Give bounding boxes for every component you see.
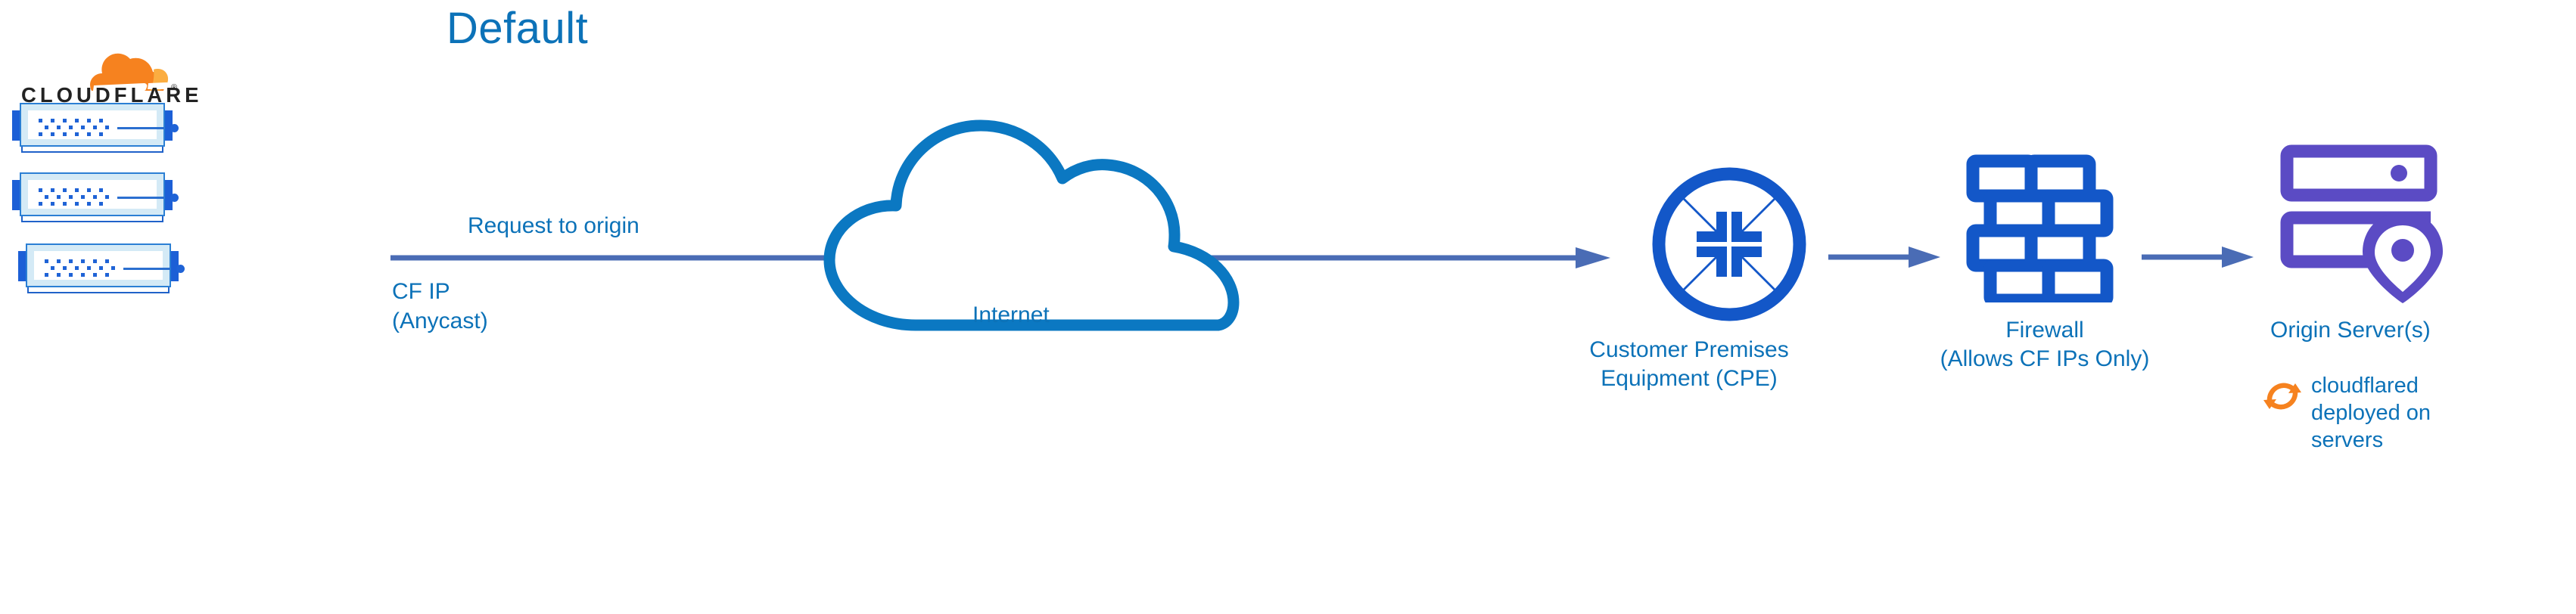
- server-front-panel: [20, 103, 179, 147]
- server-status-led: [176, 265, 185, 273]
- server-vent-dot: [63, 266, 67, 270]
- server-vent-dot: [69, 259, 73, 263]
- cf-ip-anycast-label: CF IP (Anycast): [392, 277, 488, 336]
- cloudflared-line-1: cloudflared: [2311, 374, 2419, 398]
- server-vent-dot: [57, 273, 61, 277]
- cloudflared-annotation: cloudflared deployed on servers: [2311, 372, 2431, 454]
- server-vent-dot: [39, 132, 42, 136]
- cpe-label: Customer Premises Equipment (CPE): [1530, 336, 1848, 393]
- server-vent-dot: [99, 119, 103, 122]
- server-vent-dot: [57, 195, 61, 199]
- server-indicator-line: [123, 268, 170, 270]
- server-vent-dot: [87, 119, 91, 122]
- server-vent-dot: [93, 126, 97, 129]
- server-vent-dot: [51, 266, 54, 270]
- server-vent-dot: [69, 126, 73, 129]
- server-vent-dot: [75, 188, 79, 192]
- server-status-led: [170, 194, 179, 202]
- server-vent-dot: [99, 266, 103, 270]
- server-front-panel: [20, 172, 179, 216]
- server-vent-dot: [45, 126, 48, 129]
- server-vent-dot: [45, 195, 48, 199]
- origin-servers-label: Origin Server(s): [2270, 318, 2431, 343]
- request-to-origin-label: Request to origin: [468, 213, 639, 238]
- server-vent-dot: [99, 132, 103, 136]
- server-face: [28, 180, 179, 209]
- server-indicator-line: [117, 197, 164, 199]
- registered-trademark-mark: ®: [171, 83, 178, 92]
- server-vent-dot: [105, 195, 109, 199]
- server-vent-dot: [105, 273, 109, 277]
- cloud-icon: [823, 119, 1240, 331]
- server-vent-dot: [63, 188, 67, 192]
- internet-label: Internet: [972, 302, 1050, 327]
- brick-wall-icon: [1966, 154, 2114, 302]
- page-title: Default: [446, 4, 589, 53]
- cloudflare-logo: CLOUDFLARE ®: [15, 50, 198, 107]
- server-vent-dot: [51, 188, 54, 192]
- cloudflare-server-2: [12, 171, 179, 224]
- cf-ip-line-2: (Anycast): [392, 309, 488, 333]
- server-vent-dot: [39, 119, 42, 122]
- cloudflare-wordmark: CLOUDFLARE: [21, 83, 203, 107]
- arrow-firewall-to-origin: [2142, 247, 2254, 268]
- server-vent-dot: [45, 273, 48, 277]
- server-vent-dot: [69, 273, 73, 277]
- server-vent-dot: [81, 273, 85, 277]
- server-face: [34, 251, 185, 280]
- server-indicator-line: [117, 127, 164, 129]
- server-vent-dot: [105, 259, 109, 263]
- server-vent-dot: [63, 202, 67, 206]
- cloudflare-server-3: [18, 242, 185, 295]
- server-vent-dot: [111, 266, 115, 270]
- server-vent-dot: [39, 188, 42, 192]
- firewall-label: Firewall (Allows CF IPs Only): [1886, 316, 2204, 374]
- server-vent-dot: [81, 259, 85, 263]
- server-vent-dot: [105, 126, 109, 129]
- cpe-label-line-2: Equipment (CPE): [1601, 366, 1778, 391]
- server-vent-dot: [87, 188, 91, 192]
- firewall-label-line-2: (Allows CF IPs Only): [1940, 346, 2150, 371]
- server-vent-dot: [93, 259, 97, 263]
- cloudflared-line-3: servers: [2311, 428, 2384, 452]
- router-icon: [1652, 167, 1806, 321]
- arrow-cpe-to-firewall: [1828, 247, 1940, 268]
- cloudflare-server-1: [12, 101, 179, 154]
- server-vent-dot: [87, 266, 91, 270]
- server-vent-dot: [87, 202, 91, 206]
- server-vent-dot: [63, 119, 67, 122]
- server-vent-dot: [57, 259, 61, 263]
- server-vent-dot: [99, 188, 103, 192]
- server-vent-dot: [87, 132, 91, 136]
- server-rack-location-icon: [2280, 144, 2443, 303]
- cpe-label-line-1: Customer Premises: [1589, 337, 1789, 362]
- server-vent-dot: [93, 195, 97, 199]
- server-vent-dot: [75, 202, 79, 206]
- server-vent-dot: [63, 132, 67, 136]
- server-vent-dot: [51, 132, 54, 136]
- server-vent-dot: [81, 195, 85, 199]
- server-vent-dot: [93, 273, 97, 277]
- server-vent-dot: [75, 132, 79, 136]
- server-vent-dot: [51, 119, 54, 122]
- server-vent-dot: [51, 202, 54, 206]
- server-vent-dot: [75, 266, 79, 270]
- server-vent-dot: [57, 126, 61, 129]
- server-vent-dot: [81, 126, 85, 129]
- cf-ip-line-1: CF IP: [392, 279, 450, 304]
- cloudflare-cloud-mark: [90, 53, 169, 91]
- server-status-led: [170, 124, 179, 132]
- cloudflared-line-2: deployed on: [2311, 401, 2431, 425]
- server-vent-dot: [75, 119, 79, 122]
- sync-arrows-icon: [2263, 383, 2301, 410]
- server-vent-dot: [39, 202, 42, 206]
- server-vent-dot: [99, 202, 103, 206]
- server-vent-dot: [69, 195, 73, 199]
- server-vent-dot: [45, 259, 48, 263]
- server-front-panel: [26, 243, 185, 287]
- firewall-label-line-1: Firewall: [2005, 318, 2084, 343]
- server-face: [28, 110, 179, 139]
